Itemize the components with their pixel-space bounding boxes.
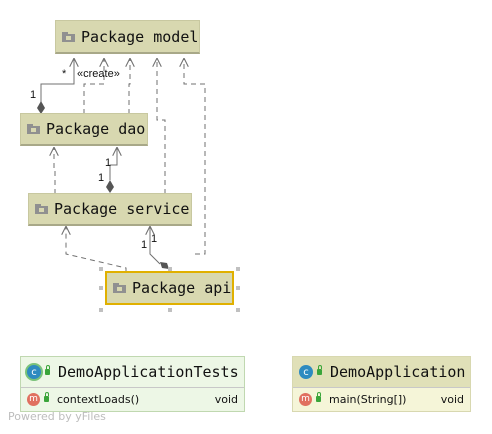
- composition-diamond-api: [160, 262, 169, 269]
- mult-dao-model-bottom: 1: [30, 89, 36, 101]
- mult-service-dao-a: 1: [105, 157, 111, 169]
- package-folder-icon: [27, 124, 40, 134]
- selection-handle[interactable]: [236, 286, 240, 290]
- mult-service-dao-b: 1: [98, 172, 104, 184]
- method-return-type: void: [214, 392, 238, 406]
- method-row[interactable]: m contextLoads() void: [21, 388, 244, 410]
- class-header: c DemoApplicationTests: [21, 357, 244, 388]
- class-icon: c: [27, 365, 41, 379]
- selection-handle[interactable]: [236, 308, 240, 312]
- package-service-node[interactable]: Package service: [28, 193, 192, 226]
- package-dao-node[interactable]: Package dao: [20, 113, 148, 146]
- selection-handle[interactable]: [99, 308, 103, 312]
- edge-api-service[interactable]: [66, 227, 127, 272]
- package-dao-label: Package dao: [46, 120, 146, 138]
- method-name: contextLoads(): [57, 392, 140, 406]
- mult-dao-model-top: *: [62, 68, 67, 80]
- class-icon: c: [299, 365, 313, 379]
- package-api-node[interactable]: Package api: [105, 271, 234, 305]
- edge-dao-model-composition[interactable]: [40, 59, 74, 114]
- public-lock-icon: [316, 392, 321, 402]
- composition-diamond-dao: [37, 101, 45, 114]
- public-lock-icon: [44, 392, 49, 402]
- method-return-type: void: [440, 392, 464, 406]
- class-header: c DemoApplication: [293, 357, 470, 388]
- method-name: main(String[]): [329, 392, 407, 406]
- class-demo-application[interactable]: c DemoApplication m main(String[]) void: [292, 356, 471, 412]
- class-name: DemoApplication: [330, 363, 466, 381]
- edge-service-dao[interactable]: [54, 148, 55, 194]
- mult-api-service-a: 1: [141, 239, 147, 251]
- package-folder-icon: [113, 283, 126, 293]
- mult-api-service-b: 1: [151, 233, 157, 245]
- edge-service-model[interactable]: [129, 59, 130, 114]
- selection-handle[interactable]: [168, 267, 172, 271]
- method-icon: m: [299, 392, 312, 406]
- selection-handle[interactable]: [99, 286, 103, 290]
- edge-service-dao-composition[interactable]: [109, 148, 117, 180]
- edge-dao-model-create[interactable]: [83, 59, 104, 114]
- package-service-label: Package service: [54, 200, 190, 218]
- class-demo-application-tests[interactable]: c DemoApplicationTests m contextLoads() …: [20, 356, 245, 412]
- public-lock-icon: [317, 365, 322, 375]
- selection-handle[interactable]: [99, 267, 103, 271]
- public-lock-icon: [45, 365, 50, 375]
- stereotype-create: «create»: [77, 68, 120, 80]
- package-model-label: Package model: [81, 27, 199, 46]
- powered-by-footer: Powered by yFiles: [8, 410, 106, 423]
- edge-service-model-long[interactable]: [157, 59, 166, 194]
- package-folder-icon: [62, 31, 75, 42]
- class-name: DemoApplicationTests: [58, 363, 239, 381]
- method-icon: m: [27, 392, 40, 406]
- package-folder-icon: [35, 204, 48, 214]
- edge-api-model[interactable]: [184, 59, 206, 255]
- selection-handle[interactable]: [236, 267, 240, 271]
- composition-diamond-service: [106, 180, 114, 193]
- package-api-label: Package api: [132, 279, 232, 297]
- package-model-node[interactable]: Package model: [55, 20, 200, 54]
- selection-handle[interactable]: [168, 308, 172, 312]
- method-row[interactable]: m main(String[]) void: [293, 388, 470, 410]
- edge-api-service-composition[interactable]: [150, 227, 161, 265]
